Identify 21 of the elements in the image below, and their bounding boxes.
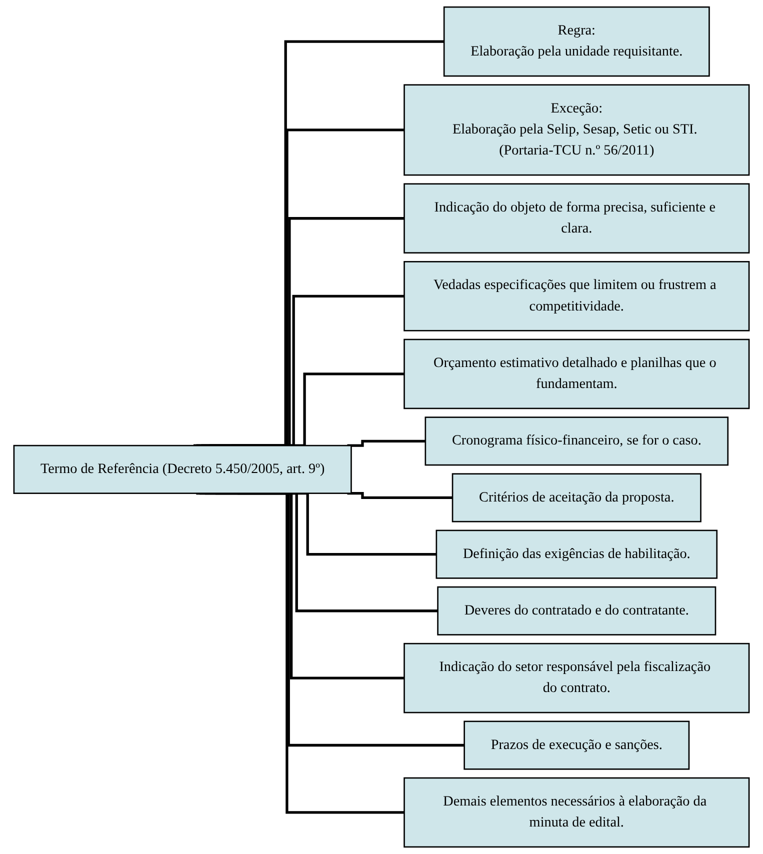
- connector: [193, 40, 444, 447]
- node-box: Termo de Referência (Decreto 5.450/2005, art. 9º): [13, 444, 352, 494]
- node-box: Cronograma físico-financeiro, se for o caso.: [424, 416, 729, 466]
- node-box: Vedadas especificações que limitem ou frustrem a competitividade.: [404, 261, 750, 332]
- node-box: Demais elementos necessários à elaboração da minuta de edital.: [404, 777, 750, 848]
- connector: [347, 492, 453, 500]
- node-box: Exceção: Elaboração pela Selip, Sesap, Setic ou STI. (Portaria-TCU n.º 56/2011): [404, 84, 750, 176]
- node-box: Deveres do contratado e do contratante.: [437, 586, 716, 636]
- node-box: Indicação do setor responsável pela fiscalização do contrato.: [404, 642, 750, 714]
- node-box: Critérios de aceitação da proposta.: [452, 473, 702, 522]
- node-box: Indicação do objeto de forma precisa, suficiente e clara.: [404, 183, 750, 254]
- connector: [231, 372, 404, 447]
- node-box: Regra: Elaboração pela unidade requisitante.: [443, 6, 710, 77]
- node-box: Prazos de execução e sanções.: [464, 720, 690, 770]
- node-box: Definição das exigências de habilitação.: [436, 530, 718, 579]
- node-box: Orçamento estimativo detalhado e planilhas que o fundamentam.: [404, 338, 750, 410]
- connector: [347, 440, 426, 447]
- connector: [196, 128, 404, 447]
- connector: [201, 217, 404, 447]
- connector: [209, 294, 404, 447]
- connector: [196, 492, 404, 814]
